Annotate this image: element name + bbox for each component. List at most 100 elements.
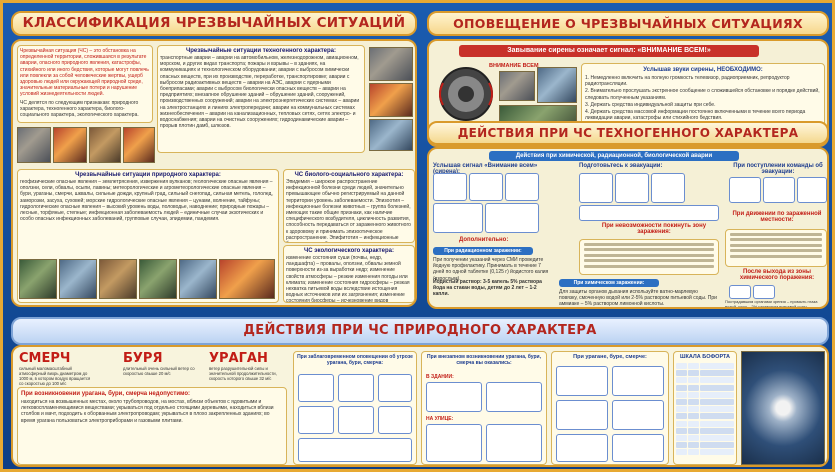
beaufort-cell [676, 449, 688, 456]
classification-header: КЛАССИФИКАЦИЯ ЧРЕЗВЫЧАЙНЫХ СИТУАЦИЙ [11, 11, 417, 36]
beaufort-cell [676, 427, 688, 434]
outside-label: НА УЛИЦЕ: [426, 416, 454, 422]
pict-shower [729, 285, 751, 299]
pict-bag [579, 205, 719, 221]
pict-water [298, 406, 334, 434]
pict-no-trees [556, 366, 608, 396]
cs-definition-text: Чрезвычайная ситуация (ЧС) – это обстано… [20, 48, 149, 98]
cannot-leave-title: При невозможности покинуть зону заражени… [601, 223, 707, 235]
beaufort-cell [700, 427, 734, 434]
beaufort-row [676, 377, 734, 384]
eco-cs-box: ЧС экологического характера: изменение с… [283, 245, 415, 303]
siren-step-2: 2. Внимательно прослушать экстренное соо… [585, 88, 820, 101]
beaufort-cell [676, 384, 688, 391]
beaufort-cell [700, 434, 734, 441]
bio-cs-items: Эпидемия – широкое распространение инфек… [286, 179, 411, 242]
pict-no-bridges [612, 400, 664, 430]
siren-banner: Завывание сирены означает сигнал: «ВНИМА… [459, 45, 759, 57]
pict-lie-down [486, 424, 542, 462]
forbidden-box: При возникновении урагана, бури, смерча … [17, 387, 287, 465]
during-title: При урагане, буре, смерче: [573, 354, 647, 360]
beaufort-cell [700, 370, 734, 377]
pict-radio-on [338, 406, 374, 434]
natural-cs-title: Чрезвычайные ситуации природного характе… [75, 172, 221, 178]
smerch-block: СМЕРЧ сильный маломасштабный атмосферный… [19, 351, 91, 386]
beaufort-row [676, 363, 734, 369]
photo-fire [369, 83, 413, 117]
photo-storm [179, 259, 217, 299]
beaufort-cell [676, 406, 688, 413]
beaufort-cell [688, 370, 700, 377]
photo-collapse [17, 127, 51, 163]
techno-sub-bar: Действия при химической, радиационной, б… [489, 151, 739, 161]
beaufort-row [676, 370, 734, 377]
cannot-leave-box [579, 239, 719, 275]
photo-burning [123, 127, 155, 163]
techno-cs-box: Чрезвычайные ситуации техногенного харак… [157, 45, 365, 153]
moving-box [725, 229, 827, 267]
beaufort-cell [676, 434, 688, 441]
siren-step-4: 4. Держать средства массовой информации … [585, 109, 806, 122]
eco-cs-title: ЧС экологического характера: [304, 248, 394, 254]
cs-definition-box: Чрезвычайная ситуация (ЧС) – это обстано… [17, 45, 153, 123]
pict-no-poles [612, 366, 664, 396]
sudden-title: При внезапном возникновении урагана, бур… [426, 354, 542, 366]
beaufort-cell [676, 442, 688, 449]
bio-cs-box: ЧС биолого-социального характера: Эпидем… [283, 169, 415, 243]
beaufort-title: ШКАЛА БОФОРТА [679, 354, 731, 360]
beaufort-cell [700, 384, 734, 391]
beaufort-cell [688, 420, 700, 427]
techno-actions-header: ДЕЙСТВИЯ ПРИ ЧС ТЕХНОГЕННОГО ХАРАКТЕРА [427, 121, 829, 145]
pict-shelter [298, 438, 412, 462]
beaufort-cell [700, 420, 734, 427]
siren-step-3: 3. Держать средства индивидуальной защит… [585, 101, 716, 108]
beaufort-cell [688, 377, 700, 384]
col3-title: При поступлении команды об эвакуации: [733, 163, 823, 175]
burya-word: БУРЯ [123, 351, 163, 366]
photo-tv [537, 67, 577, 103]
col1-title: Услышав сигнал «Внимание всем» (сирена): [433, 163, 538, 175]
pict-ditch [426, 424, 482, 462]
after-exit-title: После выхода из зоны химического поражен… [739, 269, 815, 281]
beaufort-cell [688, 391, 700, 398]
siren-step-1: 1. Немедленно включить на полную громкос… [585, 75, 790, 88]
siren-icon [435, 63, 497, 125]
photo-ruins [89, 127, 121, 163]
beaufort-cell [688, 427, 700, 434]
pict-documents [579, 173, 613, 203]
beaufort-row [676, 427, 734, 434]
beaufort-cell [688, 442, 700, 449]
burya-block: БУРЯ длительный очень сильный ветер со с… [123, 351, 195, 376]
smerch-def: сильный маломасштабный атмосферный вихрь… [19, 366, 91, 386]
photo-radio [499, 71, 535, 101]
pict-secure-items [338, 374, 374, 402]
photo-mudflow [139, 259, 177, 299]
pict-turn-off [729, 177, 761, 203]
photo-tsunami [59, 259, 97, 299]
classification-panel: Чрезвычайная ситуация (ЧС) – это обстано… [11, 39, 417, 307]
pict-mask [505, 173, 539, 201]
beaufort-cell [676, 413, 688, 420]
beaufort-cell [700, 413, 734, 420]
beaufort-cell [700, 398, 734, 405]
uragan-block: УРАГАН ветер разрушительной силы и значи… [209, 351, 283, 381]
beaufort-row [676, 406, 734, 413]
eco-cs-items: изменение состояния суши (почвы, недр, л… [286, 255, 410, 303]
techno-actions-panel: Действия при химической, радиационной, б… [427, 147, 829, 309]
beaufort-cell [688, 434, 700, 441]
bio-cs-title: ЧС биолого-социального характера: [294, 172, 404, 178]
photo-earthquake [99, 259, 137, 299]
pict-clothes [651, 173, 685, 203]
techno-cs-title: Чрезвычайные ситуации техногенного харак… [186, 48, 336, 54]
extra-title: Дополнительно: [459, 237, 509, 243]
beaufort-row [676, 391, 734, 398]
beaufort-cell [676, 370, 688, 377]
beaufort-row [676, 398, 734, 405]
aid-text: Пострадавшим органами зрения – промыть г… [725, 299, 818, 309]
radiation-text: При получении указаний через СМИ проведи… [433, 257, 549, 282]
sudden-box: При внезапном возникновении урагана, бур… [421, 351, 547, 465]
col2-title: Подготовьтесь к эвакуации: [579, 163, 663, 169]
pict-family [433, 203, 483, 233]
siren-caption: ВНИМАНИЕ ВСЕМ [489, 63, 539, 69]
